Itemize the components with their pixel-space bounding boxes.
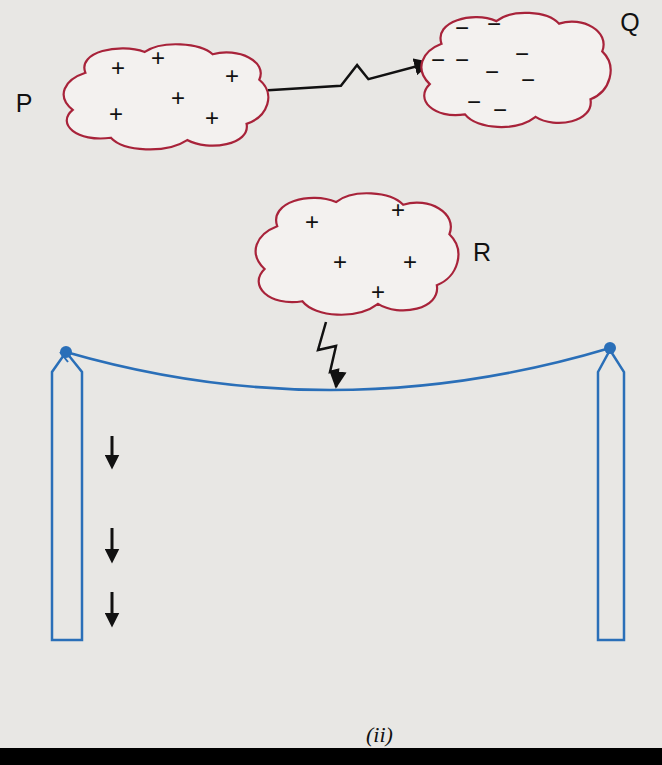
insulator-dot <box>60 346 72 358</box>
cloud-outline <box>252 186 462 320</box>
cloud-outline <box>60 38 272 154</box>
cloud-label: R <box>473 240 491 265</box>
charged-cloud: R+++++ <box>252 186 462 320</box>
charge-sign: + <box>109 102 123 126</box>
charge-sign: + <box>371 280 385 304</box>
charge-sign: + <box>111 56 125 80</box>
charge-sign: − <box>455 48 469 72</box>
charge-sign: + <box>171 86 185 110</box>
figure-caption: (ii) <box>366 722 393 748</box>
cloud-label: Q <box>620 10 639 35</box>
charge-sign: + <box>391 198 405 222</box>
charge-sign: − <box>487 12 501 36</box>
insulator-dot <box>604 342 616 354</box>
charge-sign: − <box>521 68 535 92</box>
charge-sign: + <box>225 64 239 88</box>
charge-sign: + <box>403 250 417 274</box>
charge-sign: − <box>455 16 469 40</box>
charge-sign: − <box>515 42 529 66</box>
lightning-discharge <box>268 63 430 90</box>
bottom-bar <box>0 748 662 765</box>
charge-sign: + <box>333 250 347 274</box>
charge-sign: − <box>467 90 481 114</box>
cloud-label: P <box>16 91 33 116</box>
charge-sign: − <box>493 98 507 122</box>
lightning-strike <box>318 322 338 387</box>
charge-sign: − <box>485 60 499 84</box>
charge-sign: + <box>305 210 319 234</box>
right-pole <box>598 350 624 640</box>
charge-sign: − <box>431 48 445 72</box>
charged-cloud: P++++++ <box>60 38 272 154</box>
surge-arrows <box>111 436 114 620</box>
charged-cloud: Q−−−−−−−−− <box>418 6 614 132</box>
charge-sign: + <box>151 46 165 70</box>
charge-sign: + <box>205 106 219 130</box>
left-pole <box>52 352 82 640</box>
cloud-outline <box>418 6 614 132</box>
